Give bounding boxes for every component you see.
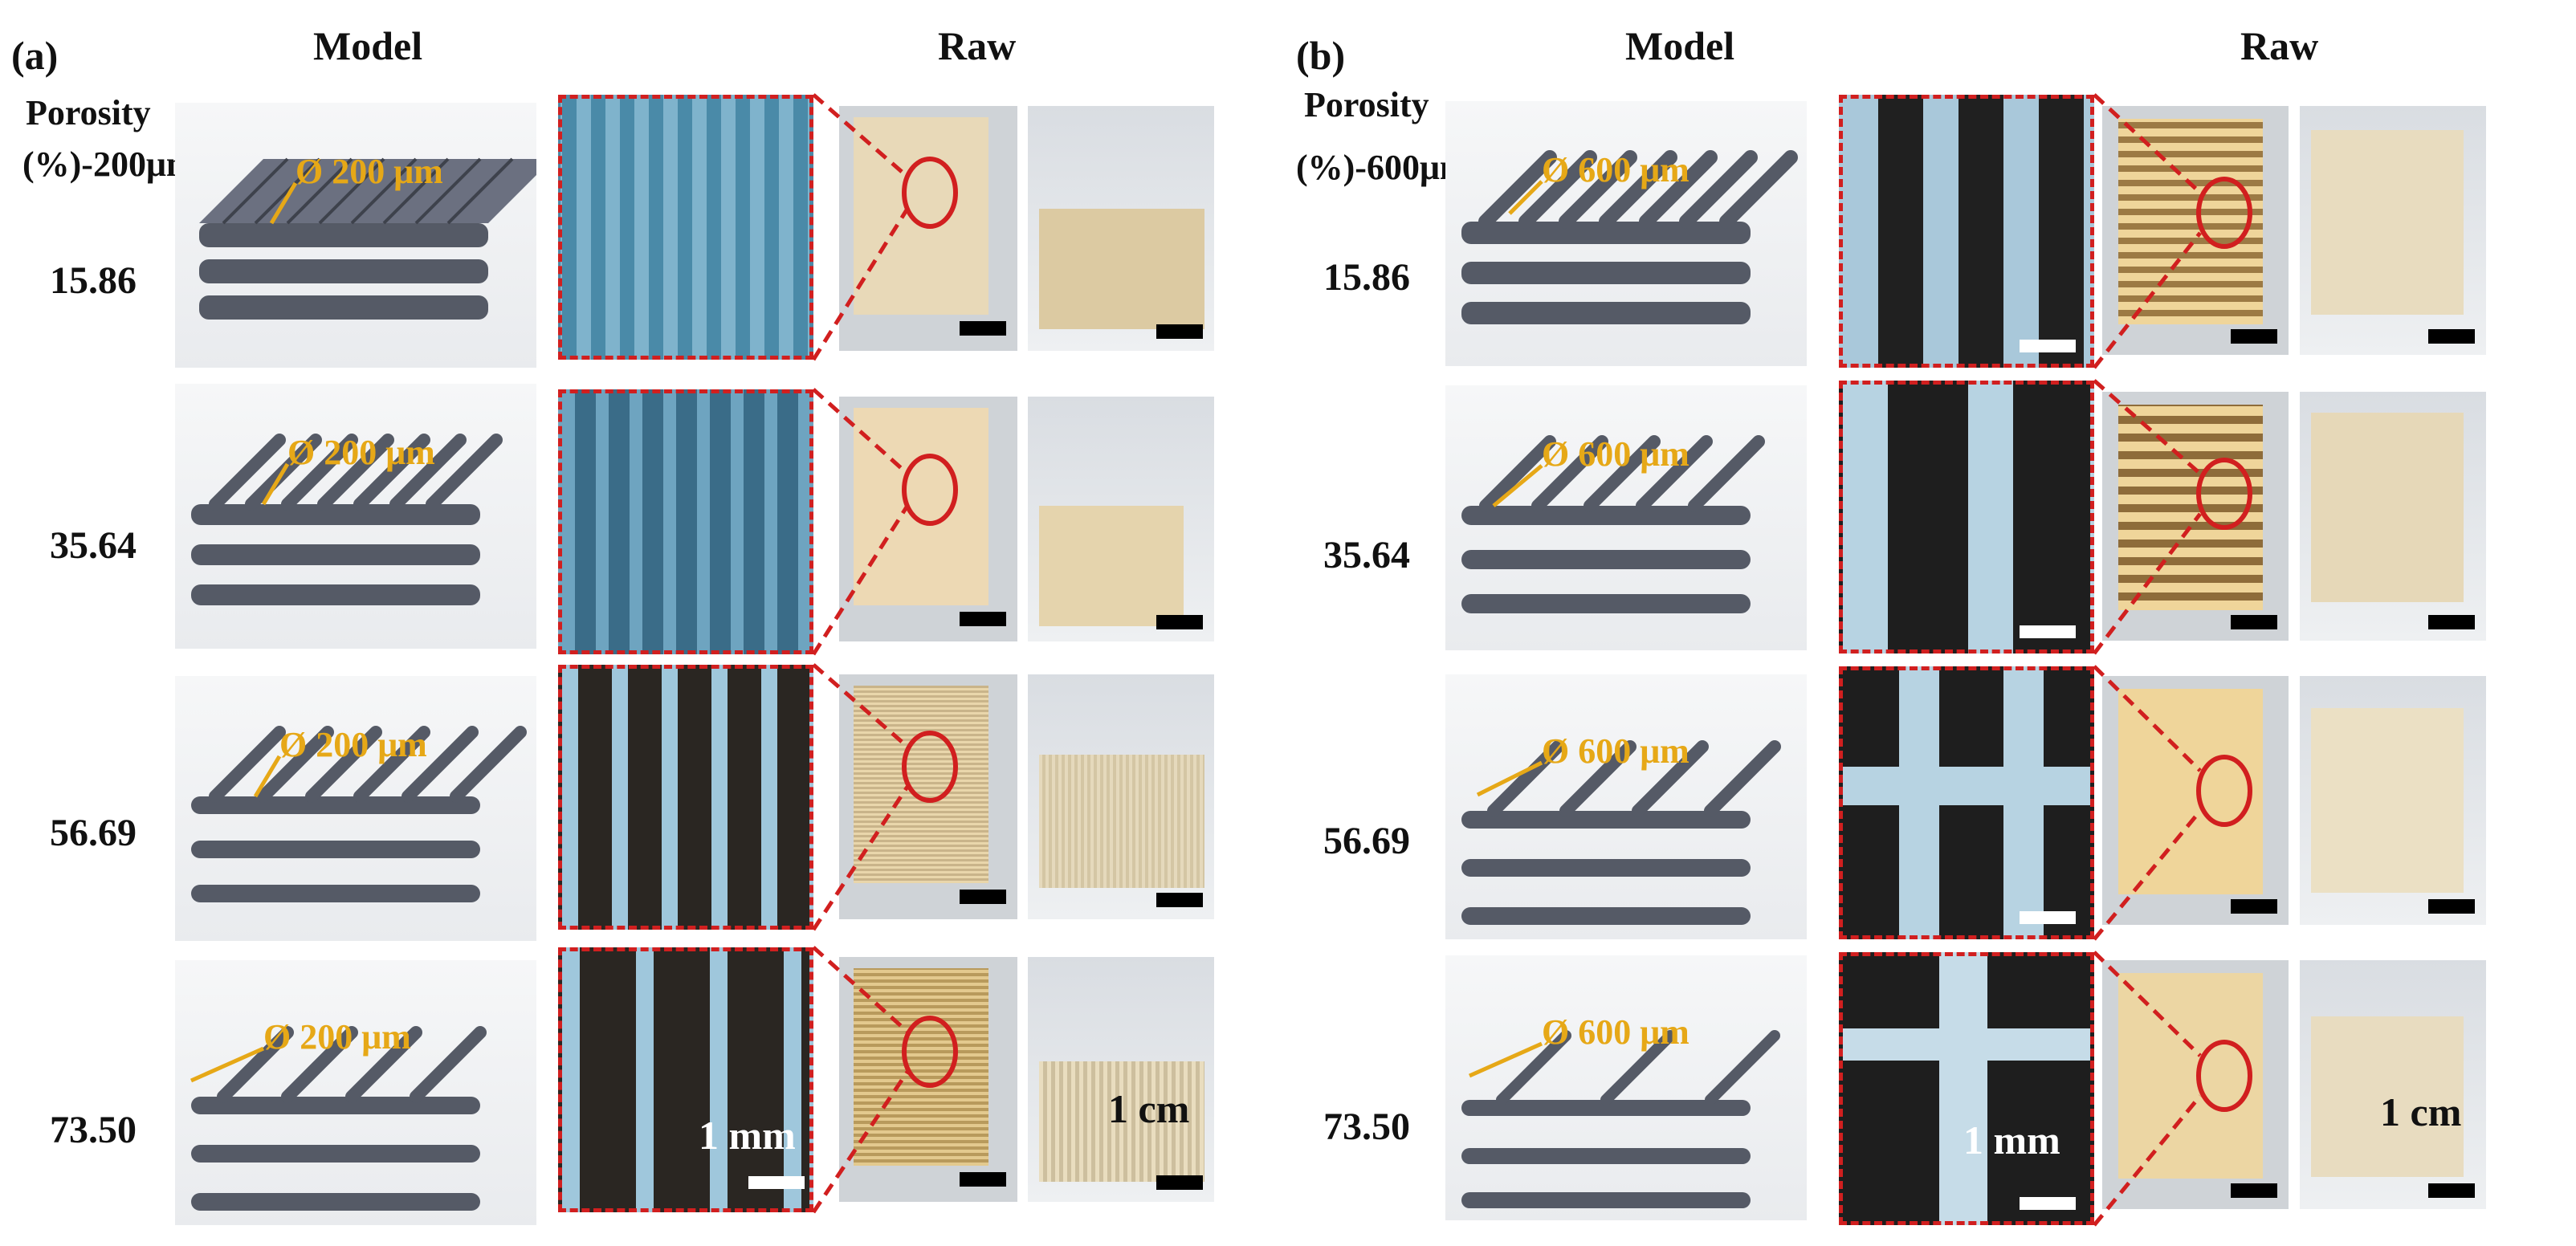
scale-bar bbox=[2020, 625, 2076, 638]
porosity-value: 56.69 bbox=[1323, 820, 1410, 862]
rod-lattice-model: Ø 600 μm bbox=[1461, 1012, 1780, 1208]
diameter-callout: Ø 200 μm bbox=[296, 152, 443, 191]
scale-bar bbox=[2020, 1197, 2076, 1210]
zoom-micrograph bbox=[1839, 95, 2094, 368]
diameter-callout: Ø 200 μm bbox=[263, 1017, 411, 1057]
zoom-micrograph bbox=[1839, 381, 2094, 654]
scale-bar bbox=[748, 1176, 805, 1189]
scale-bar bbox=[1156, 324, 1203, 339]
panel-label: (b) bbox=[1296, 33, 1346, 78]
scale-bar bbox=[1156, 1175, 1203, 1190]
raw-top-photo bbox=[2102, 392, 2289, 641]
model-header: Model bbox=[313, 23, 423, 68]
model-render: Ø 200 μm bbox=[175, 103, 552, 368]
rod-lattice-model: Ø 200 μm bbox=[190, 1017, 487, 1211]
scale-bar bbox=[960, 1172, 1006, 1187]
raw-top-photo bbox=[839, 674, 1017, 919]
zoom-micrograph bbox=[1839, 666, 2094, 939]
diameter-callout: Ø 200 μm bbox=[279, 725, 427, 764]
scale-bar bbox=[960, 612, 1006, 626]
porosity-title: Porosity bbox=[1304, 85, 1429, 124]
diameter-callout: Ø 600 μm bbox=[1542, 150, 1689, 189]
rod-lattice-model: Ø 200 μm bbox=[199, 152, 552, 320]
raw-top-photo bbox=[2102, 960, 2289, 1209]
raw-top-photo bbox=[839, 957, 1017, 1202]
scale-bar bbox=[2020, 911, 2076, 924]
rod-lattice-model: Ø 200 μm bbox=[191, 725, 527, 902]
scale-bar bbox=[2428, 615, 2475, 629]
panel-b: (b) Model Raw Porosity (%)-600μm 15.86 3… bbox=[1288, 0, 2576, 1246]
scale-bar bbox=[2231, 1183, 2277, 1198]
scale-label: 1 mm bbox=[1963, 1118, 2060, 1163]
diameter-callout: Ø 200 μm bbox=[287, 433, 435, 472]
diameter-callout: Ø 600 μm bbox=[1542, 731, 1689, 771]
scale-bar bbox=[2231, 615, 2277, 629]
porosity-value: 73.50 bbox=[1323, 1106, 1410, 1148]
zoom-micrograph bbox=[558, 389, 813, 654]
raw-side-photo bbox=[2300, 392, 2486, 641]
diameter-callout: Ø 600 μm bbox=[1542, 1012, 1689, 1052]
raw-side-photo: 1 cm bbox=[1028, 957, 1214, 1202]
scale-bar bbox=[2020, 340, 2076, 352]
model-render: Ø 200 μm bbox=[175, 384, 536, 649]
raw-header: Raw bbox=[2240, 23, 2319, 68]
model-render: Ø 600 μm bbox=[1445, 385, 1807, 650]
zoom-micrograph bbox=[558, 665, 813, 930]
porosity-value: 35.64 bbox=[50, 524, 137, 567]
scale-bar bbox=[2428, 1183, 2475, 1198]
porosity-value: 73.50 bbox=[50, 1109, 137, 1151]
porosity-value: 56.69 bbox=[50, 812, 137, 854]
raw-top-photo bbox=[839, 106, 1017, 351]
panel-label: (a) bbox=[11, 33, 59, 78]
scale-label: 1 cm bbox=[1108, 1086, 1190, 1131]
porosity-unit: (%)-600μm bbox=[1296, 148, 1469, 187]
scale-label: 1 cm bbox=[2380, 1089, 2462, 1134]
raw-side-photo bbox=[1028, 674, 1214, 919]
model-render: Ø 200 μm bbox=[175, 676, 536, 941]
scale-bar bbox=[1156, 893, 1203, 907]
raw-side-photo bbox=[1028, 397, 1214, 641]
model-header: Model bbox=[1625, 23, 1735, 68]
zoom-micrograph: 1 mm bbox=[1839, 952, 2094, 1225]
raw-top-photo bbox=[2102, 676, 2289, 925]
porosity-value: 15.86 bbox=[50, 259, 137, 302]
raw-side-photo bbox=[2300, 676, 2486, 925]
panel-a: (a) Model Raw Porosity (%)-200μm 15.86 3… bbox=[11, 23, 1214, 1225]
model-render: Ø 600 μm bbox=[1445, 674, 1807, 939]
scale-bar bbox=[960, 321, 1006, 336]
zoom-micrograph: 1 mm bbox=[558, 947, 813, 1212]
diameter-callout: Ø 600 μm bbox=[1542, 434, 1689, 474]
raw-side-photo: 1 cm bbox=[2300, 960, 2486, 1209]
scale-bar bbox=[2231, 329, 2277, 344]
scale-bar bbox=[2231, 899, 2277, 914]
scale-bar bbox=[1156, 615, 1203, 629]
porosity-value: 15.86 bbox=[1323, 256, 1410, 299]
rod-lattice-model: Ø 600 μm bbox=[1461, 150, 1798, 324]
raw-top-photo bbox=[839, 397, 1017, 641]
scale-bar bbox=[960, 890, 1006, 904]
zoom-micrograph bbox=[558, 95, 813, 360]
raw-top-photo bbox=[2102, 106, 2289, 355]
scale-bar bbox=[2428, 329, 2475, 344]
porosity-title: Porosity bbox=[26, 93, 151, 132]
porosity-value: 35.64 bbox=[1323, 534, 1410, 576]
raw-side-photo bbox=[1028, 106, 1214, 351]
porosity-unit: (%)-200μm bbox=[22, 145, 196, 184]
raw-header: Raw bbox=[938, 23, 1017, 68]
model-render: Ø 600 μm bbox=[1445, 955, 1807, 1220]
model-render: Ø 600 μm bbox=[1445, 101, 1807, 366]
scale-bar bbox=[2428, 899, 2475, 914]
rod-lattice-model: Ø 600 μm bbox=[1461, 434, 1765, 613]
rod-lattice-model: Ø 200 μm bbox=[191, 433, 503, 605]
model-render: Ø 200 μm bbox=[175, 960, 536, 1225]
scale-label: 1 mm bbox=[699, 1113, 796, 1158]
raw-side-photo bbox=[2300, 106, 2486, 355]
rod-lattice-model: Ø 600 μm bbox=[1461, 731, 1781, 925]
